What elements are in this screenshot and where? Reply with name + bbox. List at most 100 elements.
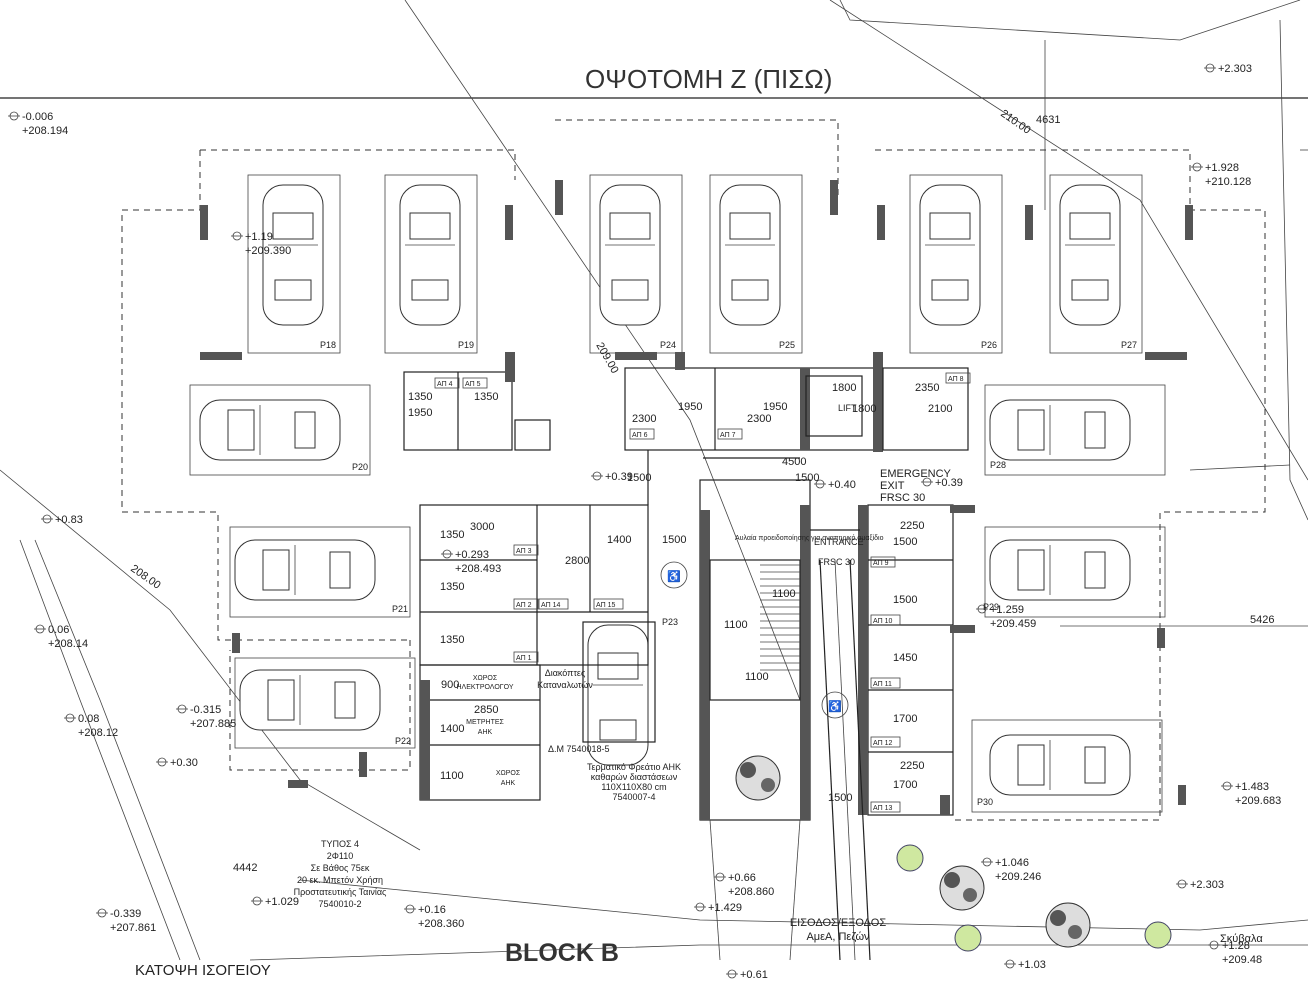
parking-bay — [229, 526, 411, 618]
storage-label: ΑΠ 15 — [596, 602, 616, 609]
column-stub — [359, 752, 367, 777]
storage-label: ΑΠ 11 — [873, 681, 892, 688]
level-value-a: +0.30 — [170, 757, 198, 769]
type4-note: ΤΥΠΟΣ 4 — [321, 839, 359, 849]
parking-bay — [384, 174, 478, 354]
level-value-a: +0.61 — [740, 969, 768, 981]
storage-label: ΑΠ 3 — [516, 548, 532, 555]
meters-label: ΜΕΤΡΗΤΕΣ — [466, 719, 504, 726]
level-value-a: +0.293 — [455, 549, 489, 561]
type4-note: Προστατευτικής Ταινίας — [294, 887, 387, 897]
level-value-a: +0.40 — [828, 479, 856, 491]
dimension-label: 1950 — [678, 401, 702, 413]
storage-label: ΑΠ 8 — [948, 376, 964, 383]
dimension-label: 5426 — [1250, 614, 1274, 626]
level-marker: +1.483+209.683 — [1221, 781, 1281, 807]
electrician-room-label: ΗΛΕΚΤΡΟΛΟΓΟΥ — [456, 684, 513, 691]
type4-note: 20 εκ. Μπετόν Χρήση — [297, 875, 383, 885]
plan-title: ΚΑΤΟΨΗ ΙΣΟΓΕΙΟΥ — [135, 962, 271, 979]
level-value-a: +1.429 — [708, 902, 742, 914]
level-value-a: +0.39 — [605, 471, 633, 483]
dimension-label: 4442 — [233, 862, 257, 874]
dimension-label: 1350 — [440, 634, 464, 646]
dimension-label: 1350 — [408, 391, 432, 403]
storage-label: ΑΠ 6 — [632, 432, 648, 439]
level-marker: +1.046+209.246 — [981, 857, 1041, 883]
column-stub — [232, 633, 240, 653]
car-icon — [989, 539, 1131, 601]
level-marker: +0.61 — [726, 969, 768, 981]
dimension-label: 1500 — [828, 792, 852, 804]
column-stub — [555, 180, 563, 215]
parking-bay — [234, 657, 416, 749]
level-value-a: -0.006 — [22, 111, 53, 123]
stair-note: Αυλαία προειδοποίησης για αναπηρικό αμαξ… — [735, 534, 884, 542]
level-value-a: 0.06 — [48, 624, 69, 636]
level-value-a: 0.08 — [78, 713, 99, 725]
dimension-label: 4500 — [782, 456, 806, 468]
dimension-label: 1350 — [440, 529, 464, 541]
level-marker: +1.928+210.128 — [1191, 162, 1251, 188]
parking-bay — [1049, 174, 1143, 354]
level-value-a: +1.28 — [1222, 940, 1250, 952]
car-icon — [199, 399, 341, 461]
parking-label: P22 — [395, 736, 411, 746]
column-stub — [200, 352, 242, 360]
level-marker: +0.66+208.860 — [714, 872, 774, 898]
level-marker: -0.315+207.885 — [176, 704, 236, 730]
storage-label: ΑΠ 5 — [465, 381, 481, 388]
column-stub — [1145, 352, 1187, 360]
parking-bay — [909, 174, 1003, 354]
switches-label: Καταναλωτών — [537, 680, 593, 690]
dimension-label: 1100 — [724, 619, 748, 631]
terminal-pit-label: Τερματικό Φρεάτιο ΑΗΚ — [587, 762, 681, 772]
storage-label: ΑΠ 13 — [873, 805, 893, 812]
dimension-label: 2250 — [900, 760, 924, 772]
level-marker: 0.08 +208.12 — [64, 713, 118, 739]
dimension-label: 1350 — [440, 581, 464, 593]
level-value-b: +208.493 — [455, 563, 501, 575]
switches-label: Διακόπτες — [545, 668, 586, 678]
level-value-b: +208.12 — [78, 727, 118, 739]
parking-label: P24 — [660, 340, 676, 350]
storage-label: ΑΠ 7 — [720, 432, 736, 439]
dimension-label: 1800 — [852, 403, 876, 415]
level-value-a: +1.259 — [990, 604, 1024, 616]
car-icon — [399, 184, 461, 326]
level-value-a: +1.029 — [265, 896, 299, 908]
level-marker: +0.16+208.360 — [404, 904, 464, 930]
dimension-label: 1500 — [893, 594, 917, 606]
level-value-b: +207.885 — [190, 718, 236, 730]
parking-bay — [984, 384, 1166, 476]
dimension-label: 2800 — [565, 555, 589, 567]
level-marker: +1.259+209.459 — [976, 604, 1036, 630]
level-marker: +1.28 +209.48 — [1208, 940, 1262, 966]
level-value-a: +2.303 — [1190, 879, 1224, 891]
level-marker: +1.03 — [1004, 959, 1046, 971]
dimension-label: 2250 — [900, 520, 924, 532]
level-marker: +1.429 — [694, 902, 742, 914]
level-value-b: +209.48 — [1222, 954, 1262, 966]
column-stub — [1025, 205, 1033, 240]
car-icon — [234, 539, 376, 601]
storage-label: ΑΠ 10 — [873, 618, 893, 625]
dimension-label: 1700 — [893, 713, 917, 725]
dimension-label: 1500 — [795, 472, 819, 484]
column-stub — [877, 205, 885, 240]
parking-label: P30 — [977, 797, 993, 807]
level-marker: 0.06+208.14 — [34, 624, 88, 650]
contour-210: 210.00 — [998, 108, 1032, 137]
level-value-a: +1.928 — [1205, 162, 1239, 174]
entrance-exit-label: ΕΙΣΟΔΟΣ/ΕΞΟΔΟΣ — [790, 917, 887, 929]
core-walls — [403, 352, 975, 961]
level-value-b: +207.861 — [110, 922, 156, 934]
section-title: ΟΨΟΤΟΜΗ Ζ (ΠΙΣΩ) — [585, 64, 832, 94]
parking-bay — [709, 174, 803, 354]
level-value-a: +1.03 — [1018, 959, 1046, 971]
car-icon — [989, 399, 1131, 461]
level-value-a: +0.16 — [418, 904, 446, 916]
entrance-exit-label: ΑμεΑ, Πεζών — [806, 931, 870, 943]
level-marker: +0.83 — [41, 514, 83, 526]
